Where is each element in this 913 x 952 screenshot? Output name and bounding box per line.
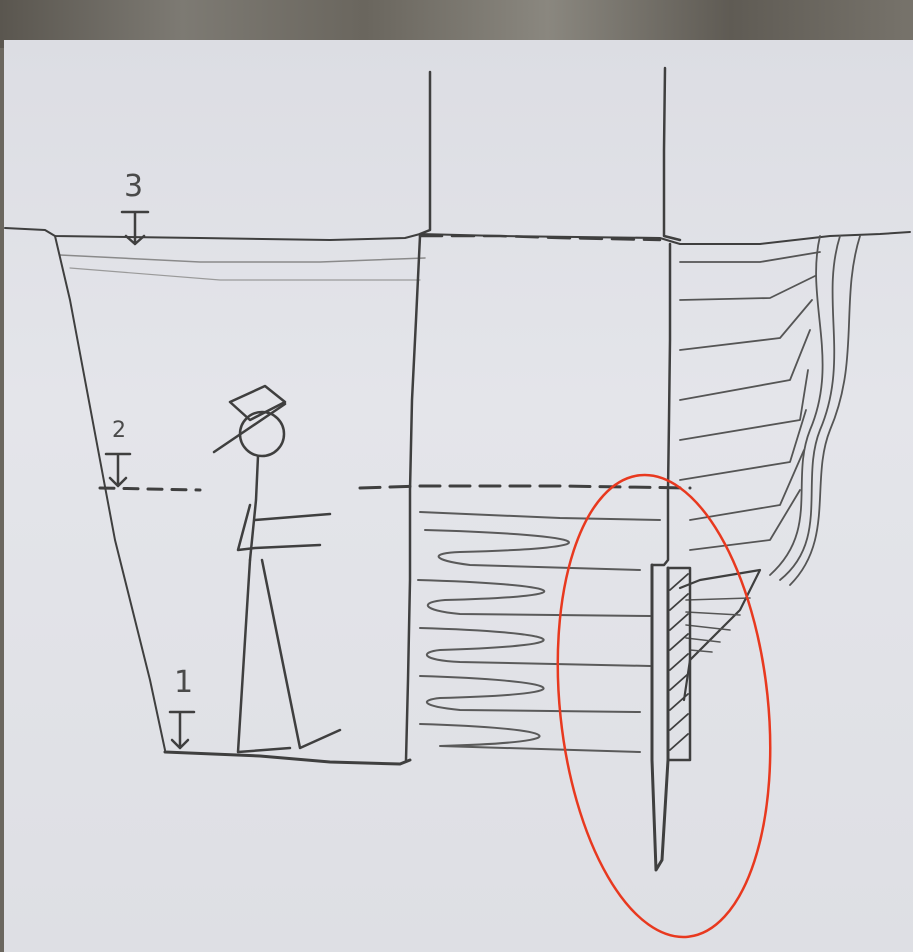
hat: [230, 386, 285, 420]
body: [250, 456, 258, 560]
stake: [652, 565, 668, 870]
level-2-label: 2: [112, 420, 126, 442]
stick-figure: [214, 386, 340, 752]
ground-line-faint-2: [70, 268, 420, 280]
ground-line-faint: [60, 255, 425, 262]
ledge-strata: [686, 598, 750, 652]
strata-hatching: [418, 512, 660, 752]
level-3-marker: [122, 212, 148, 244]
stake-sleeve: [668, 568, 690, 760]
legs: [238, 560, 340, 752]
vertical-line-2: [652, 244, 670, 565]
left-pit-wall: [55, 236, 165, 750]
pit-floor: [165, 752, 410, 764]
stake-sleeve-hatch: [670, 574, 688, 750]
level-3-label: 3: [124, 172, 143, 202]
level-1-label: 1: [174, 668, 193, 698]
hat-brim: [214, 404, 285, 452]
vertical-line-2-top: [664, 68, 680, 240]
level-2-dashed-line-right: [360, 486, 690, 488]
vertical-line-1-top: [420, 72, 430, 234]
vertical-line-1: [406, 236, 420, 760]
level-2-dashed-line: [100, 488, 200, 490]
ledge-slope: [680, 570, 760, 700]
highlight-ellipse: [536, 464, 791, 947]
right-slope-strata: [680, 236, 860, 585]
level-1-marker: [170, 712, 194, 748]
level-2-marker: [106, 454, 130, 486]
